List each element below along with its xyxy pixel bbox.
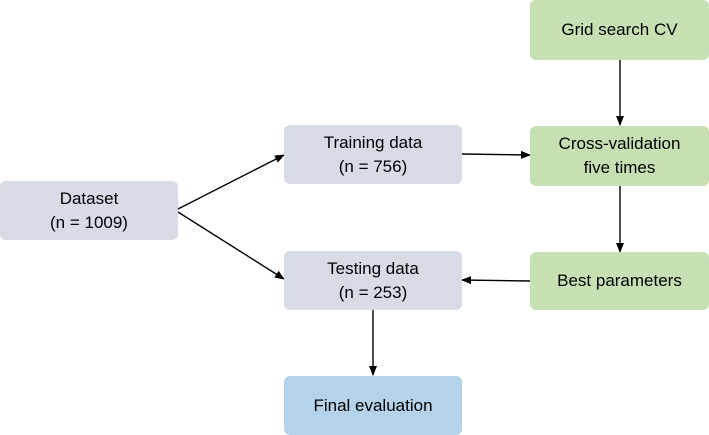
node-testing-data: Testing data (n = 253) [284,251,462,310]
node-dataset: Dataset (n = 1009) [0,181,178,240]
node-dataset-label: Dataset [59,188,119,208]
node-dataset-count: (n = 1009) [50,212,128,232]
node-final-evaluation: Final evaluation [284,376,462,435]
arrow-dataset-to-testing [177,211,285,280]
node-grid-search-cv-label: Grid search CV [561,20,678,39]
node-testing-data-label: Testing data [327,258,419,278]
node-best-parameters-label: Best parameters [557,271,682,290]
node-final-evaluation-label: Final evaluation [313,395,433,415]
arrow-training-to-cross-validation [461,150,531,159]
node-cross-validation-detail: five times [583,158,656,177]
node-training-data: Training data (n = 756) [284,125,462,184]
arrow-best-parameters-to-testing [461,276,531,285]
node-training-data-label: Training data [323,132,423,152]
node-training-data-count: (n = 756) [338,156,408,176]
arrow-dataset-to-training [177,154,285,210]
node-best-parameters: Best parameters [530,252,709,310]
node-cross-validation-label: Cross-validation [558,134,681,153]
node-grid-search-cv: Grid search CV [530,0,709,60]
node-cross-validation: Cross-validation five times [530,126,709,186]
node-testing-data-count: (n = 253) [338,282,408,302]
